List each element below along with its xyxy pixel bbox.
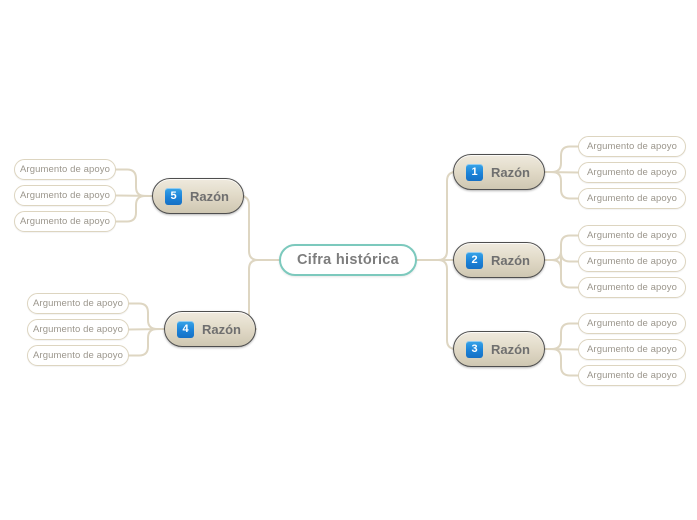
branch-number-badge: 3 (466, 340, 483, 358)
leaf-node[interactable]: Argumento de apoyo (578, 188, 686, 209)
leaf-node[interactable]: Argumento de apoyo (578, 365, 686, 386)
branch-node-1[interactable]: 1 Razón (453, 154, 545, 190)
branch-node-label: Razón (491, 341, 530, 357)
leaf-node[interactable]: Argumento de apoyo (27, 345, 129, 366)
connector-root-to-branch-5 (239, 195, 280, 261)
leaf-node[interactable]: Argumento de apoyo (578, 225, 686, 246)
leaf-node-label: Argumento de apoyo (587, 230, 677, 241)
connector-branch-5-leaf-1 (115, 168, 153, 197)
leaf-node-label: Argumento de apoyo (587, 256, 677, 267)
connector-root-to-branch-3 (416, 259, 457, 350)
root-node[interactable]: Cifra histórica (279, 244, 417, 276)
connector-branch-3-leaf-1 (544, 322, 579, 350)
branch-number-badge: 5 (165, 187, 182, 205)
leaf-node[interactable]: Argumento de apoyo (578, 136, 686, 157)
leaf-node-label: Argumento de apoyo (20, 216, 110, 227)
root-node-label: Cifra histórica (297, 252, 399, 268)
branch-node-4[interactable]: 4 Razón (164, 311, 256, 347)
branch-node-label: Razón (491, 164, 530, 180)
leaf-node-label: Argumento de apoyo (587, 167, 677, 178)
leaf-node-label: Argumento de apoyo (587, 370, 677, 381)
connector-branch-2-leaf-1 (544, 234, 579, 261)
branch-node-3[interactable]: 3 Razón (453, 331, 545, 367)
leaf-node[interactable]: Argumento de apoyo (578, 277, 686, 298)
branch-node-label: Razón (202, 321, 241, 337)
leaf-node-label: Argumento de apoyo (587, 282, 677, 293)
leaf-node-label: Argumento de apoyo (587, 193, 677, 204)
leaf-node[interactable]: Argumento de apoyo (578, 162, 686, 183)
branch-node-5[interactable]: 5 Razón (152, 178, 244, 214)
branch-node-label: Razón (491, 252, 530, 268)
connector-branch-1-leaf-2 (544, 171, 579, 174)
branch-number-badge: 4 (177, 320, 194, 338)
leaf-node-label: Argumento de apoyo (587, 141, 677, 152)
connector-branch-3-leaf-3 (544, 348, 579, 377)
leaf-node[interactable]: Argumento de apoyo (578, 313, 686, 334)
leaf-node-label: Argumento de apoyo (33, 298, 123, 309)
leaf-node-label: Argumento de apoyo (20, 190, 110, 201)
leaf-node[interactable]: Argumento de apoyo (578, 339, 686, 360)
connector-branch-4-leaf-2 (128, 328, 165, 331)
connector-branch-1-leaf-3 (544, 171, 579, 200)
connector-branch-4-leaf-1 (128, 302, 165, 330)
connector-branch-3-leaf-2 (544, 348, 579, 351)
leaf-node[interactable]: Argumento de apoyo (14, 211, 116, 232)
leaf-node-label: Argumento de apoyo (33, 324, 123, 335)
branch-number-badge: 1 (466, 163, 483, 181)
leaf-node[interactable]: Argumento de apoyo (27, 293, 129, 314)
leaf-node-label: Argumento de apoyo (587, 318, 677, 329)
connector-branch-2-leaf-3 (544, 259, 579, 289)
leaf-node-label: Argumento de apoyo (587, 344, 677, 355)
branch-node-2[interactable]: 2 Razón (453, 242, 545, 278)
connector-branch-2-leaf-2 (544, 252, 579, 270)
connector-branch-5-leaf-3 (115, 195, 153, 223)
branch-node-label: Razón (190, 188, 229, 204)
leaf-node-label: Argumento de apoyo (20, 164, 110, 175)
connector-root-to-branch-1 (416, 171, 457, 261)
leaf-node[interactable]: Argumento de apoyo (578, 251, 686, 272)
branch-number-badge: 2 (466, 251, 483, 269)
leaf-node[interactable]: Argumento de apoyo (14, 159, 116, 180)
leaf-node[interactable]: Argumento de apoyo (14, 185, 116, 206)
leaf-node[interactable]: Argumento de apoyo (27, 319, 129, 340)
connector-branch-4-leaf-3 (128, 328, 165, 357)
leaf-node-label: Argumento de apoyo (33, 350, 123, 361)
connector-branch-5-leaf-2 (115, 194, 153, 197)
connector-branch-1-leaf-1 (544, 145, 579, 173)
